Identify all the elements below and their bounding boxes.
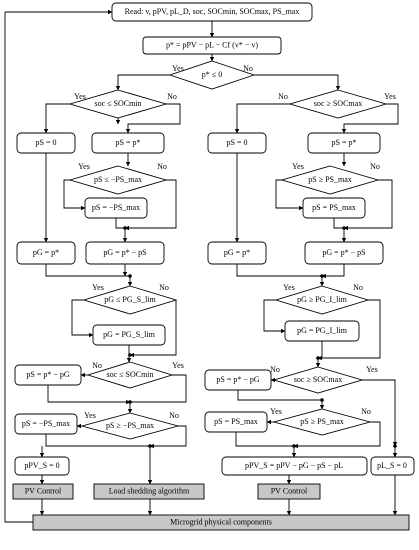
yes-label: Yes	[283, 283, 295, 292]
yes-label: Yes	[84, 411, 96, 420]
no-label: No	[157, 162, 167, 171]
yes-label: Yes	[172, 64, 184, 73]
yes-label: Yes	[384, 92, 396, 101]
no-label: No	[361, 407, 371, 416]
dec-soc-max-top-text: soc ≥ SOCmax	[314, 99, 362, 108]
yes-label: Yes	[74, 92, 86, 101]
dec-ps-le-diamond	[68, 165, 168, 195]
dec-ps-ge-text: pS ≥ PS_max	[308, 175, 352, 184]
yes-label: Yes	[366, 365, 378, 374]
ps-pos-max2-text: pS = PS_max	[214, 417, 258, 426]
no-label: No	[167, 92, 177, 101]
yes-label: Yes	[172, 361, 184, 370]
no-label: No	[353, 283, 363, 292]
ps-pstar-left-text: pS = p*	[116, 138, 141, 147]
no-label: No	[370, 162, 380, 171]
dec-ps-ge-neg-diamond	[80, 412, 180, 440]
microgrid-text: Microgrid physical components	[170, 517, 272, 526]
pg-s-lim-text: pG = PG_S_lim	[103, 330, 155, 339]
dec-soc-ge-bot-text: soc ≥ SOCmax	[294, 375, 342, 384]
ps-pstar-right-text: pS = p*	[332, 138, 357, 147]
dec-pg-le-diamond	[82, 285, 178, 315]
pg-diff-right-text: pG = p* − pS	[322, 248, 365, 257]
ps-neg-max-text: pS = −PS_max	[92, 203, 140, 212]
ps-diff-right-text: pS = p* − pG	[216, 375, 259, 384]
dec-pg-ge-diamond	[274, 285, 370, 315]
dec-ps-ge-pos-diamond	[272, 408, 372, 436]
pv-control-right-text: PV Control	[271, 486, 308, 495]
dec-ps-ge-neg-text: pS ≥ −PS_max	[106, 421, 154, 430]
ppv-s-left-text: pPV_S = 0	[24, 461, 59, 470]
no-label: No	[159, 283, 169, 292]
no-label: No	[92, 361, 102, 370]
dec-ps-le-text: pS ≤ −PS_max	[94, 175, 142, 184]
yes-label: Yes	[292, 162, 304, 171]
pl-s-right-box	[370, 456, 415, 476]
pl-s-right-text: pL_S = 0	[377, 461, 407, 470]
junction-dots	[123, 226, 397, 448]
pg-pstar-left-text: pG = p*	[33, 248, 59, 257]
ps-zero-left-text: pS = 0	[36, 138, 57, 147]
load-shedding-text: Load shedding algorithm	[109, 486, 190, 495]
dec-pg-ge-text: pG ≥ PG_I_lim	[297, 295, 348, 304]
ps-zero-right-text: pS = 0	[227, 138, 248, 147]
dec-soc-min-top-text: soc ≤ SOCmin	[94, 99, 141, 108]
dec-ps-ge-diamond	[280, 165, 380, 195]
pg-i-lim-text: pG = PG_I_lim	[297, 326, 348, 335]
no-label: No	[270, 365, 280, 374]
dec-ps-ge-pos-text: pS ≥ PS_max	[300, 417, 344, 426]
dec-pstar-text: p* ≤ 0	[202, 70, 222, 79]
no-label: No	[278, 92, 288, 101]
microgrid-box	[32, 514, 410, 531]
pg-diff-left-text: pG = p* − pS	[103, 248, 146, 257]
ppv-s-mid-text: pPV_S = pPV − pG − pS − pL	[245, 461, 343, 470]
dec-soc-ge-bot-diamond	[272, 366, 364, 394]
ps-pos-max-text: pS = PS_max	[312, 203, 356, 212]
pg-pstar-right-text: pG = p*	[224, 248, 250, 257]
yes-label: Yes	[78, 162, 90, 171]
yes-label: Yes	[270, 407, 282, 416]
ps-diff-left-text: pS = p* − pG	[26, 370, 69, 379]
dec-soc-min-bot-text: soc ≤ SOCmin	[106, 370, 153, 379]
no-label: No	[243, 64, 253, 73]
loop-back-line	[4, 12, 33, 523]
no-label: No	[169, 411, 179, 420]
dec-pg-le-text: pG ≤ PG_S_lim	[104, 295, 156, 304]
pstar-calc-text: p* = pPV − pL − Cf (v* − v)	[166, 40, 258, 49]
pv-control-left-text: PV Control	[25, 486, 62, 495]
connectors	[39, 21, 399, 516]
ps-neg-max2-text: pS = −PS_max	[22, 419, 70, 428]
dec-soc-min-bot-diamond	[86, 361, 174, 389]
dec-pstar-diamond	[168, 60, 256, 90]
dec-soc-max-top-diamond	[288, 89, 388, 119]
read-text: Read: v, pPV, pL_D, soc, SOCmin, SOCmax,…	[125, 7, 300, 16]
yes-label: Yes	[92, 283, 104, 292]
